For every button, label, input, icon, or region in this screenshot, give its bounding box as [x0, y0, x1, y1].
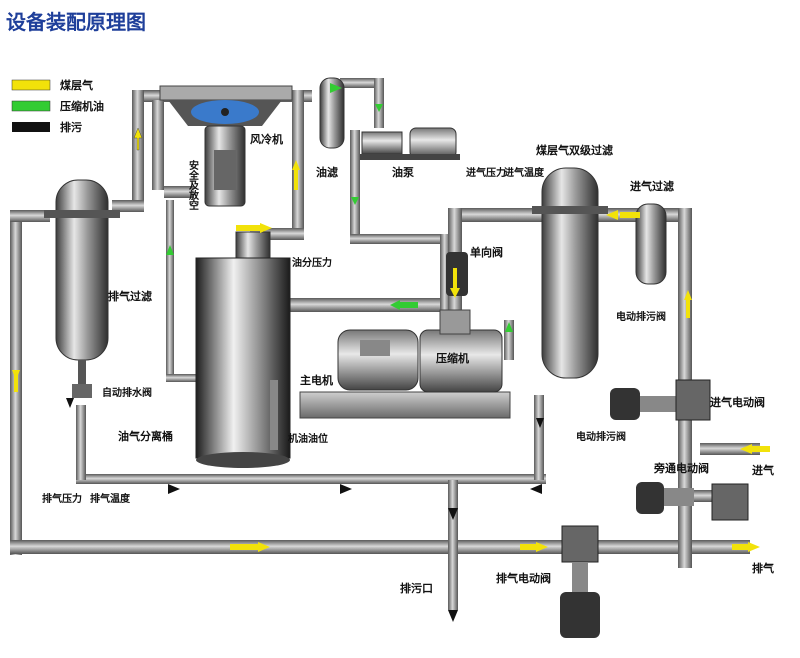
oil-pump: [360, 127, 460, 160]
arrow-oil: [166, 245, 174, 255]
arrow-oil: [351, 197, 359, 205]
label-exhaust-filter: 排气过滤: [108, 289, 152, 303]
label-inlet-valve: 进气电动阀: [710, 395, 765, 409]
label-outlet-valve: 排气电动阀: [496, 571, 551, 585]
label-compressor: 压缩机: [436, 351, 469, 365]
label-inlet-pressure: 进气压力: [466, 166, 506, 179]
exhaust-filter-tank: [44, 179, 120, 398]
legend-swatch-gas: [11, 79, 51, 91]
label-main-motor: 主电机: [300, 373, 333, 387]
compressor: [419, 309, 503, 393]
label-drain-outlet: 排污口: [400, 581, 433, 595]
arrow-drain: [448, 610, 458, 622]
arrow-gas: [260, 223, 272, 233]
label-elec-drain-2: 电动排污阀: [576, 430, 626, 443]
oil-separator: [195, 231, 291, 468]
label-outlet-temp: 排气温度: [90, 492, 131, 505]
label-safety-valve: 安全及放空: [187, 159, 200, 210]
arrow-gas: [748, 542, 760, 552]
outlet-valve: [560, 525, 600, 638]
label-check-valve: 单向阀: [470, 245, 503, 259]
arrow-gas: [740, 444, 752, 454]
inlet-filter: [635, 203, 667, 285]
label-dual-filter: 煤层气双级过滤: [536, 143, 613, 157]
label-inlet-temp: 进气温度: [504, 166, 545, 179]
arrow-gas: [258, 542, 270, 552]
label-oil-separator: 油气分离桶: [118, 429, 173, 443]
legend: 煤层气 压缩机油 排污: [11, 78, 104, 134]
legend-label-drain: 排污: [60, 120, 82, 134]
oil-level-gauge: [270, 380, 278, 450]
arrow-drain: [536, 418, 544, 428]
label-inlet: 进气: [752, 463, 774, 477]
arrow-gas: [450, 288, 460, 298]
legend-swatch-drain: [12, 122, 50, 132]
arrow-drain: [340, 484, 352, 494]
arrow-drain: [448, 508, 458, 520]
dual-filter-tank: [532, 167, 608, 379]
legend-label-gas: 煤层气: [60, 78, 93, 92]
arrow-oil: [330, 83, 342, 93]
arrow-oil: [505, 322, 513, 332]
label-outlet: 排气: [752, 561, 774, 575]
label-outlet-pressure: 排气压力: [42, 492, 82, 505]
label-oil-filter: 油滤: [316, 165, 338, 179]
oil-filter: [319, 77, 345, 149]
label-auto-drain: 自动排水阀: [102, 386, 152, 399]
arrow-gas: [536, 542, 548, 552]
arrow-oil: [375, 104, 383, 112]
label-fan-cooler: 风冷机: [250, 132, 283, 146]
label-bypass-valve: 旁通电动阀: [653, 461, 709, 475]
legend-swatch-oil: [11, 100, 51, 112]
main-motor: [299, 329, 511, 419]
arrow-drain: [66, 398, 74, 408]
label-oil-pressure: 油分压力: [292, 256, 332, 269]
inlet-valve: [610, 379, 711, 421]
arrow-gas: [606, 210, 618, 220]
labels: 风冷机 油滤 油泵 安全及放空 排气过滤 单向阀 油分压力 进气压力 进气温度 …: [42, 132, 774, 595]
legend-label-oil: 压缩机油: [60, 99, 104, 113]
label-elec-drain-1: 电动排污阀: [616, 310, 666, 323]
arrow-oil: [390, 300, 400, 310]
arrow-gas: [133, 127, 143, 151]
label-oil-level: 机油油位: [288, 432, 328, 445]
arrow-gas: [684, 290, 692, 300]
flow-arrows: [12, 83, 770, 622]
page-title: 设备装配原理图: [6, 10, 146, 34]
fan-cooler: [159, 85, 293, 207]
arrow-drain: [168, 484, 180, 494]
bypass-valve: [636, 482, 749, 521]
label-inlet-filter: 进气过滤: [630, 179, 674, 193]
arrow-gas: [292, 160, 300, 170]
label-oil-pump: 油泵: [392, 165, 414, 179]
arrow-drain: [530, 484, 542, 494]
